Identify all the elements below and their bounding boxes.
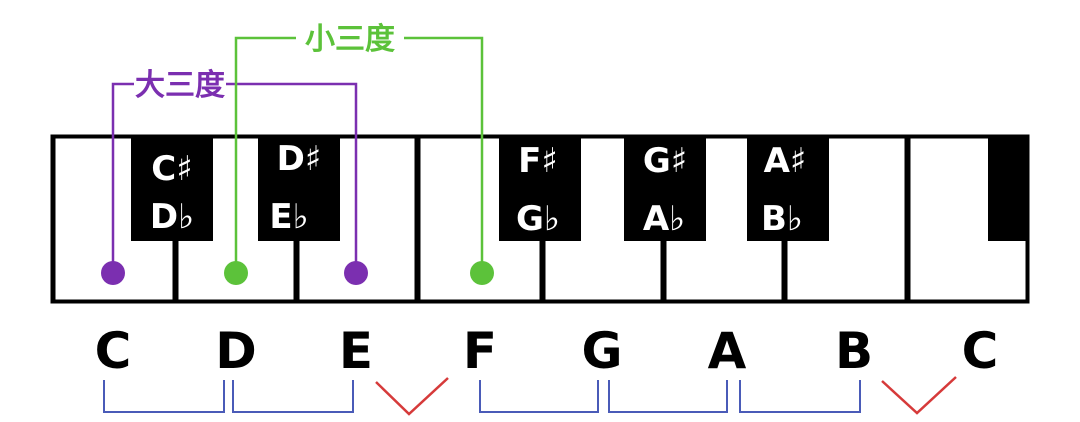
black-key-d-sharp[interactable]	[258, 137, 340, 241]
minor-third-label: 小三度	[305, 22, 395, 57]
black-key-partial	[988, 137, 1028, 241]
major-third-line	[111, 82, 358, 272]
black-key-label-flat: B♭	[761, 199, 803, 239]
minor-third-line	[234, 36, 484, 272]
whole-step-bracket-d-e	[232, 380, 354, 413]
whole-step-brackets	[103, 380, 861, 413]
note-label: G	[581, 322, 622, 380]
black-keys	[131, 137, 1028, 241]
half-step-mark-b-c	[881, 376, 957, 415]
major-third-label: 大三度	[135, 68, 225, 103]
black-key-c-sharp[interactable]	[131, 137, 213, 241]
whole-step-bracket-f-g	[479, 380, 599, 413]
note-label: E	[339, 322, 373, 380]
note-label: B	[835, 322, 873, 380]
whole-step-bracket-g-a	[608, 380, 728, 413]
black-key-label-sharp: D♯	[277, 139, 322, 179]
black-key-g-sharp[interactable]	[624, 137, 706, 241]
black-key-a-sharp[interactable]	[747, 137, 829, 241]
half-step-marks	[375, 376, 957, 416]
black-key-label-sharp: A♯	[764, 141, 807, 181]
note-label: F	[463, 322, 497, 380]
black-key-label-flat: G♭	[516, 199, 560, 239]
minor-third-dot-f	[470, 261, 494, 285]
black-key-label-flat: D♭	[150, 197, 194, 237]
note-label: C	[962, 322, 999, 380]
note-label: D	[215, 322, 257, 380]
black-key-label-sharp: G♯	[643, 141, 687, 181]
minor-third-dot-d	[224, 261, 248, 285]
white-key-note-labels: C D E F G A B C	[95, 322, 999, 380]
black-key-labels: C♯ D♭ D♯ E♭ F♯ G♭ G♯ A♭ A♯ B♭	[150, 139, 807, 239]
black-key-f-sharp[interactable]	[499, 137, 581, 241]
black-key-label-sharp: F♯	[518, 141, 558, 181]
note-label: C	[95, 322, 132, 380]
whole-step-bracket-a-b	[739, 380, 861, 413]
major-third-bracket: 大三度	[101, 68, 368, 285]
black-key-label-sharp: C♯	[151, 149, 192, 189]
major-third-dot-e	[344, 261, 368, 285]
note-label: A	[708, 322, 747, 380]
minor-third-bracket: 小三度	[224, 22, 494, 285]
whole-step-bracket-c-d	[103, 380, 225, 413]
black-key-label-flat: E♭	[269, 197, 308, 237]
half-step-mark-e-f	[375, 377, 449, 416]
major-third-dot-c	[101, 261, 125, 285]
black-key-label-flat: A♭	[643, 199, 685, 239]
